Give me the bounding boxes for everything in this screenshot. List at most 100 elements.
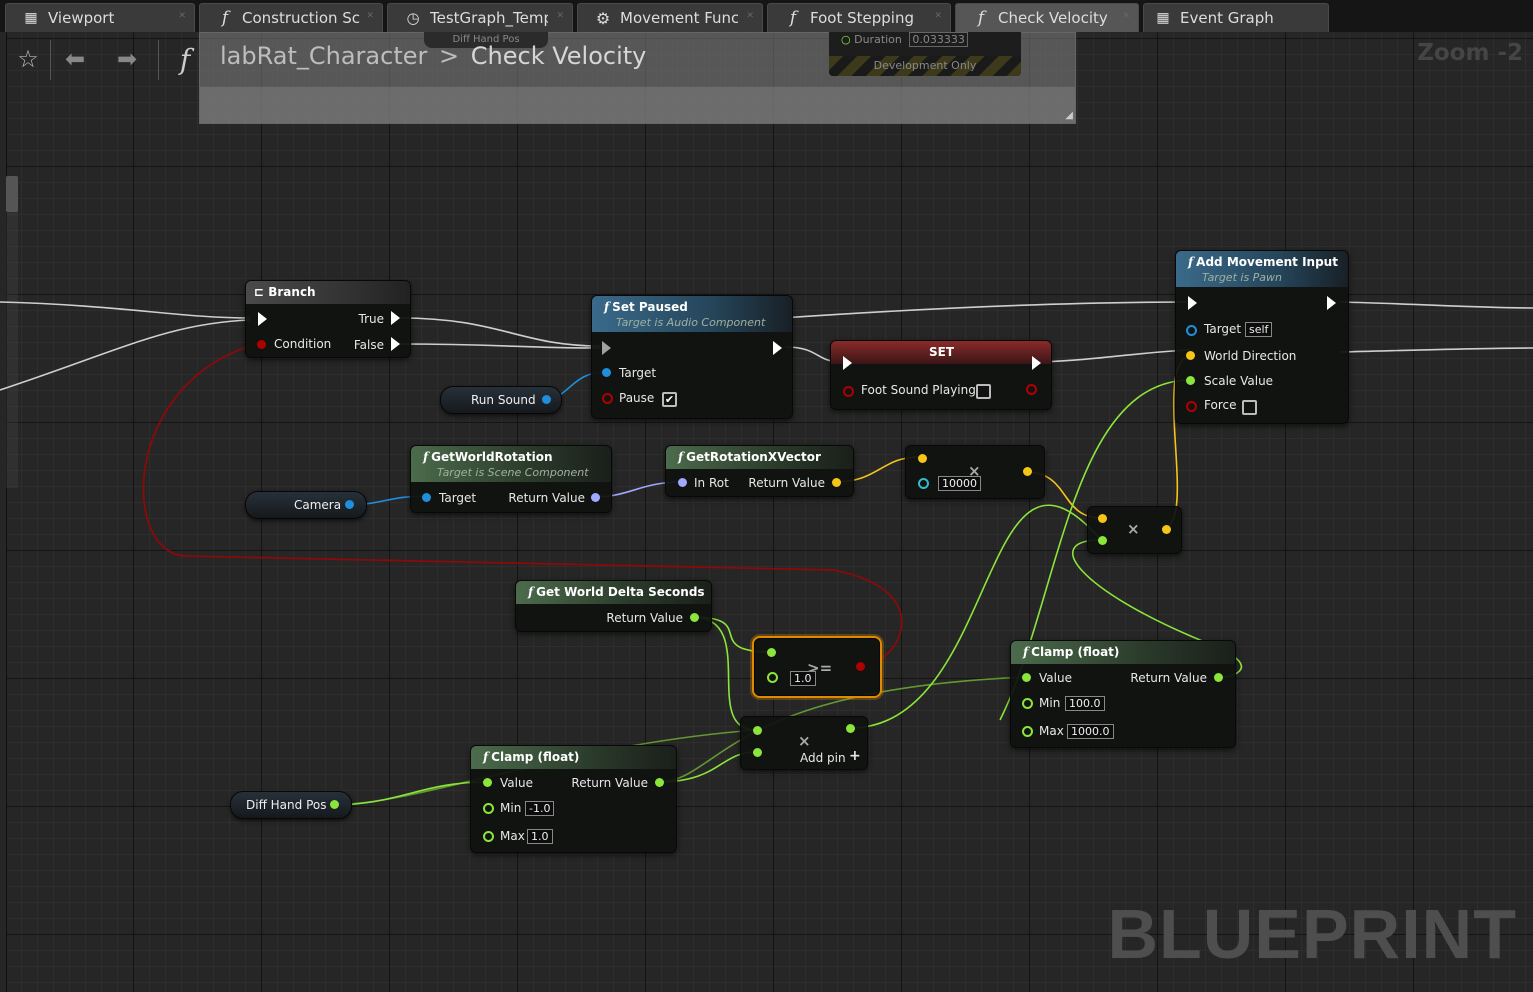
float-in-pin[interactable] <box>1098 536 1107 545</box>
camera-out-pin[interactable] <box>345 500 354 509</box>
force-pin[interactable] <box>1186 401 1197 412</box>
set-variable-node[interactable]: SET Foot Sound Playing <box>830 340 1052 410</box>
camera-variable[interactable]: Camera <box>245 491 367 519</box>
return-value-pin[interactable] <box>1214 673 1223 682</box>
bool-out-pin[interactable] <box>856 662 865 671</box>
breadcrumb-root[interactable]: labRat_Character <box>220 42 428 70</box>
compare-float-node[interactable]: >= 1.0 <box>754 638 880 696</box>
foot-sound-out-pin[interactable] <box>1026 384 1037 395</box>
duration-value[interactable]: 0.033333 <box>909 32 968 47</box>
forward-arrow-icon[interactable]: ➡ <box>116 45 138 73</box>
return-value-pin[interactable] <box>591 493 600 502</box>
exec-out-pin[interactable] <box>1327 296 1336 310</box>
return-value-pin[interactable] <box>655 778 664 787</box>
max-value[interactable]: 1.0 <box>527 829 553 844</box>
pause-pin[interactable] <box>602 393 613 404</box>
exec-in-pin[interactable] <box>843 356 852 370</box>
tab-viewport[interactable]: ▦ Viewport ✕ <box>5 3 195 32</box>
compare-value[interactable]: 1.0 <box>790 671 816 686</box>
exec-true-pin[interactable] <box>391 311 400 325</box>
in-rot-pin[interactable] <box>678 478 687 487</box>
float-b-pin[interactable] <box>767 672 778 683</box>
multiplier-value[interactable]: 10000 <box>938 476 981 491</box>
condition-pin[interactable] <box>257 340 266 349</box>
float-b-pin[interactable] <box>753 748 762 757</box>
world-direction-pin[interactable] <box>1186 351 1195 360</box>
exec-in-pin[interactable] <box>602 341 611 355</box>
pause-checkbox[interactable]: ✔ <box>662 392 677 407</box>
force-checkbox[interactable] <box>1242 400 1257 415</box>
graph-canvas[interactable] <box>6 32 1533 992</box>
vector-in-pin[interactable] <box>918 454 927 463</box>
exec-in-pin[interactable] <box>258 312 267 326</box>
float-a-pin[interactable] <box>767 648 776 657</box>
close-icon[interactable]: ✕ <box>746 11 754 21</box>
max-pin[interactable] <box>483 831 494 842</box>
add-pin-icon[interactable]: + <box>849 748 861 764</box>
development-only-node[interactable]: ○ Duration 0.033333 Development Only <box>829 32 1021 76</box>
ghost-variable-node[interactable]: Diff Hand Pos <box>424 32 548 48</box>
add-pin-label[interactable]: Add pin <box>800 751 846 765</box>
close-icon[interactable]: ✕ <box>556 11 564 21</box>
target-pin[interactable] <box>1186 325 1197 336</box>
multiply-float-node[interactable]: × Add pin + <box>740 716 868 770</box>
min-pin[interactable] <box>1022 698 1033 709</box>
min-pin[interactable] <box>483 803 494 814</box>
vector-out-pin[interactable] <box>1162 525 1171 534</box>
target-default-value[interactable]: self <box>1245 322 1273 337</box>
branch-node[interactable]: ⊏ Branch True Condition False <box>245 280 411 358</box>
max-value[interactable]: 1000.0 <box>1067 724 1114 739</box>
run-sound-variable[interactable]: Run Sound <box>440 386 562 414</box>
scale-value-pin[interactable] <box>1186 376 1195 385</box>
run-sound-out-pin[interactable] <box>542 395 551 404</box>
tab-foot-stepping[interactable]: f Foot Stepping ✕ <box>767 3 951 32</box>
min-value[interactable]: 100.0 <box>1065 696 1105 711</box>
tab-construction-script[interactable]: f Construction Script ✕ <box>199 3 383 32</box>
float-in-pin[interactable] <box>918 478 929 489</box>
multiply-vector-float-node[interactable]: × <box>1087 506 1182 554</box>
breadcrumb-current: Check Velocity <box>470 42 647 70</box>
tab-testgraph-template[interactable]: ◷ TestGraph_Template ✕ <box>387 3 573 32</box>
float-out-pin[interactable] <box>846 724 855 733</box>
max-pin[interactable] <box>1022 726 1033 737</box>
tab-event-graph[interactable]: ▦ Event Graph <box>1143 3 1329 32</box>
function-icon: f <box>678 450 684 464</box>
target-pin[interactable] <box>422 493 431 502</box>
diff-hand-pos-out-pin[interactable] <box>330 800 339 809</box>
back-arrow-icon[interactable]: ⬅ <box>64 45 86 73</box>
vector-out-pin[interactable] <box>1023 467 1032 476</box>
value-pin[interactable] <box>1022 673 1031 682</box>
target-pin[interactable] <box>602 368 611 377</box>
close-icon[interactable]: ✕ <box>366 11 374 21</box>
close-icon[interactable]: ✕ <box>934 11 942 21</box>
foot-sound-checkbox[interactable] <box>976 384 991 399</box>
exec-out-pin[interactable] <box>1032 356 1041 370</box>
multiply-vector-node[interactable]: × 10000 <box>905 445 1045 499</box>
diff-hand-pos-variable[interactable]: Diff Hand Pos <box>230 791 352 819</box>
close-icon[interactable]: ✕ <box>1122 11 1130 21</box>
resize-grip-icon[interactable]: ◢ <box>1065 110 1073 121</box>
return-value-pin[interactable] <box>832 478 841 487</box>
return-value-pin[interactable] <box>690 613 699 622</box>
exec-out-pin[interactable] <box>773 341 782 355</box>
min-value[interactable]: -1.0 <box>525 801 555 816</box>
value-pin[interactable] <box>483 778 492 787</box>
vector-in-pin[interactable] <box>1098 514 1107 523</box>
scrollbar-thumb[interactable] <box>6 176 18 212</box>
exec-in-pin[interactable] <box>1188 296 1197 310</box>
tab-check-velocity[interactable]: f Check Velocity ✕ <box>955 3 1139 32</box>
star-icon[interactable]: ☆ <box>17 45 39 73</box>
exec-false-pin[interactable] <box>391 337 400 351</box>
tab-movement-functions[interactable]: ⚙ Movement Functions ✕ <box>577 3 763 32</box>
close-icon[interactable]: ✕ <box>178 11 186 21</box>
float-a-pin[interactable] <box>753 726 762 735</box>
vertical-scrollbar[interactable] <box>6 176 18 488</box>
foot-sound-playing-pin[interactable] <box>843 386 854 397</box>
